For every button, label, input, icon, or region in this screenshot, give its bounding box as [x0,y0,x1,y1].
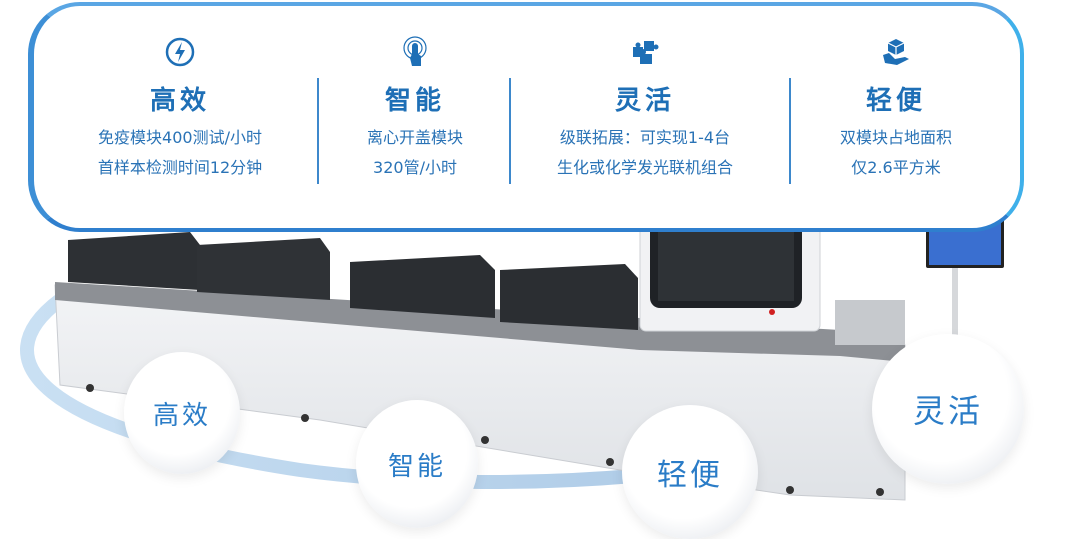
feature-line: 免疫模块400测试/小时 [98,128,262,147]
feature-line: 仅2.6平方米 [851,158,941,177]
bubble-smart: 智能 [356,400,478,528]
feature-smart: 智能 离心开盖模块 320管/小时 [295,36,535,183]
feature-title: 灵活 [614,86,675,116]
lightning-icon [60,36,300,68]
bubble-flexible: 灵活 [872,334,1024,484]
feature-line: 双模块占地面积 [839,128,952,147]
feature-title: 轻便 [865,86,926,116]
feature-line: 320管/小时 [373,158,457,177]
bubble-label: 智能 [387,451,446,482]
bubble-efficient: 高效 [124,352,240,474]
feature-title: 智能 [384,86,445,116]
divider [789,78,791,184]
feature-line: 离心开盖模块 [366,128,463,147]
smart-touch-icon [295,36,535,68]
feature-line: 首样本检测时间12分钟 [97,158,263,177]
puzzle-icon [525,36,765,68]
bubble-compact: 轻便 [622,405,758,539]
feature-compact: 轻便 双模块占地面积 仅2.6平方米 [776,36,1016,183]
features-panel [28,2,1024,232]
feature-efficient: 高效 免疫模块400测试/小时 首样本检测时间12分钟 [60,36,300,183]
cube-hand-icon [776,36,1016,68]
divider [509,78,511,184]
bubble-label: 灵活 [912,392,983,430]
feature-flexible: 灵活 级联拓展：可实现1-4台 生化或化学发光联机组合 [525,36,765,183]
feature-line: 生化或化学发光联机组合 [556,158,733,177]
feature-title: 高效 [149,86,210,116]
feature-line: 级联拓展：可实现1-4台 [559,128,731,147]
bubble-label: 轻便 [657,458,723,493]
divider [317,78,319,184]
bubble-label: 高效 [152,400,211,431]
